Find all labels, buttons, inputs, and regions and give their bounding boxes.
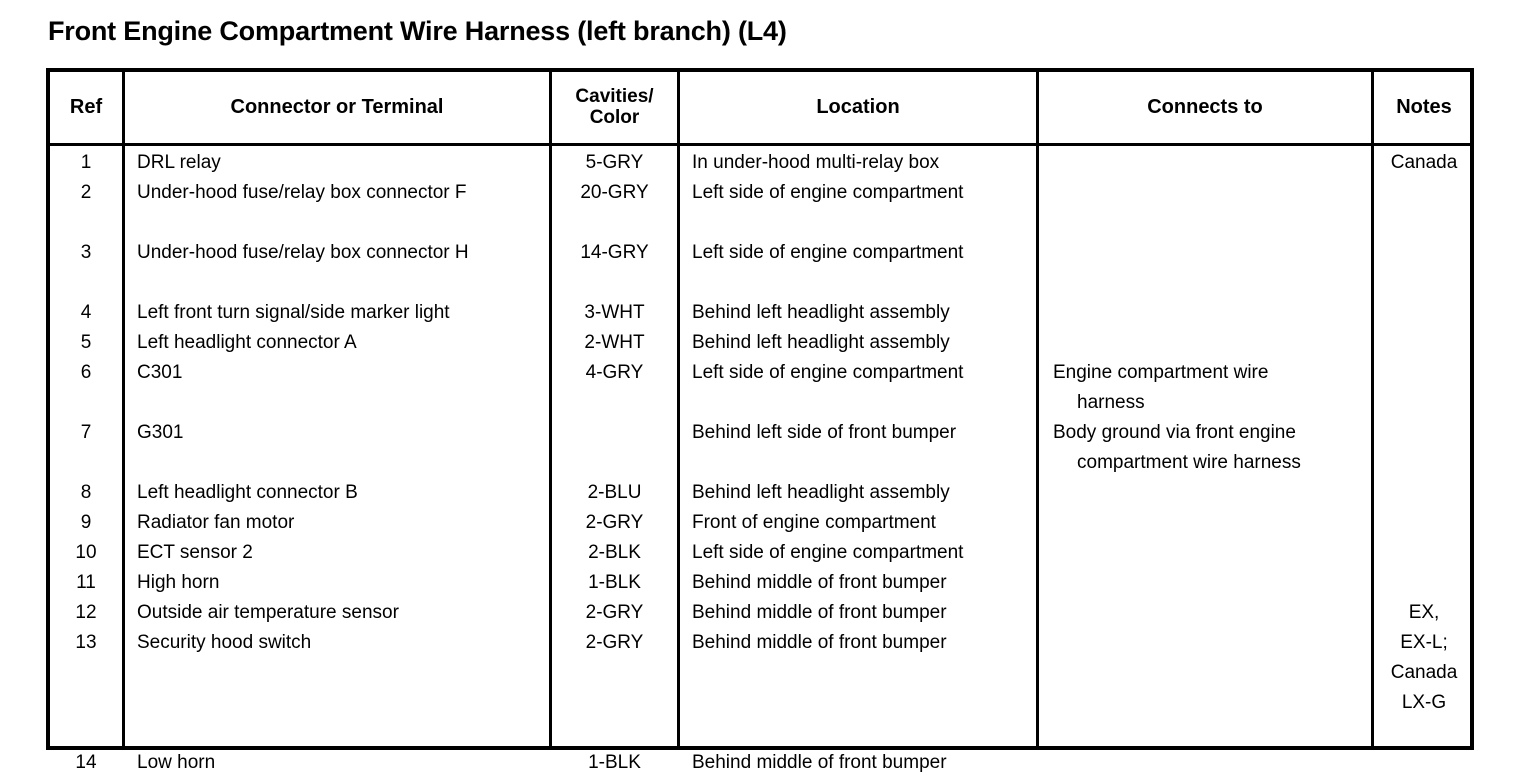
column-header-location: Location	[816, 95, 900, 118]
table-cell-line: Canada	[1390, 152, 1458, 173]
table-cell-line: Behind middle of front bumper	[692, 752, 947, 773]
table-cell-line: High horn	[137, 572, 220, 593]
page-title: Front Engine Compartment Wire Harness (l…	[48, 16, 787, 46]
table-cell-line: harness	[1077, 392, 1145, 413]
table-cell-line: 20-GRY	[580, 182, 649, 203]
table-cell-line: Left side of engine compartment	[692, 182, 964, 203]
table-cell-line: Security hood switch	[137, 632, 312, 653]
table-cell-line: Behind left headlight assembly	[692, 482, 950, 503]
column-divider-connects-to	[1371, 72, 1374, 746]
table-cell-line: EX,	[1408, 602, 1440, 623]
column-header-cavities-color: Cavities/ Color	[552, 72, 677, 143]
table-cell-line: Low horn	[137, 752, 216, 773]
table-cell-line: Body ground via front engine	[1053, 422, 1296, 443]
header-divider	[50, 143, 1470, 146]
table-cell-line: Under-hood fuse/relay box connector H	[137, 242, 469, 263]
table-cell-line: Behind middle of front bumper	[692, 632, 947, 653]
column-header-notes: Notes	[1396, 95, 1452, 118]
table-cell-line: 2	[80, 182, 92, 203]
table-cell-line: compartment wire harness	[1077, 452, 1301, 473]
table-cell-line: 2-GRY	[585, 512, 644, 533]
table-cell-line: Behind left headlight assembly	[692, 332, 950, 353]
column-divider-ref	[122, 72, 125, 746]
table-cell-line: EX-L;	[1400, 632, 1448, 653]
table-cell-line: Left side of engine compartment	[692, 362, 964, 383]
column-divider-location	[1036, 72, 1039, 746]
wire-harness-table: Ref Connector or Terminal Cavities/ Colo…	[46, 68, 1474, 773]
table-cell-line: Left side of engine compartment	[692, 242, 964, 263]
table-cell-line: Behind middle of front bumper	[692, 572, 947, 593]
table-cell-line: LX-G	[1401, 692, 1447, 713]
table-cell-line: Front of engine compartment	[692, 512, 936, 533]
table-cell-line: G301	[137, 422, 184, 443]
column-header-ref: Ref	[69, 95, 103, 118]
table-cell-line: Left front turn signal/side marker light	[137, 302, 450, 323]
table-cell-line: 1-BLK	[588, 572, 641, 593]
table-cell-line: 8	[80, 482, 92, 503]
table-cell-line: 5	[80, 332, 92, 353]
table-cell-line: Under-hood fuse/relay box connector F	[137, 182, 467, 203]
column-cavities: 5-GRY 20-GRY 14-GRY 3-WHT 2-WHT 4-GRY 2-BLU…	[552, 146, 677, 773]
table-cell-line: 5-GRY	[585, 152, 644, 173]
table-cell-line: 2-WHT	[584, 332, 645, 353]
column-divider-cavities	[677, 72, 680, 746]
table-cell-line: 3-WHT	[584, 302, 645, 323]
table-cell-line: 9	[80, 512, 92, 533]
table-cell-line: Engine compartment wire	[1053, 362, 1269, 383]
table-cell-line: 1	[80, 152, 92, 173]
table-cell-line: 2-BLK	[588, 542, 641, 563]
table-cell-line: Left headlight connector B	[137, 482, 358, 503]
table-cell-line: 12	[75, 602, 97, 623]
column-header-cavities-line1: Cavities/	[575, 86, 654, 108]
table-cell-line: Behind left side of front bumper	[692, 422, 957, 443]
column-header-cavities-line2: Color	[589, 106, 640, 128]
table-cell-line: 2-GRY	[585, 602, 644, 623]
table-cell-line: 14-GRY	[580, 242, 649, 263]
table-cell-line: Left headlight connector A	[137, 332, 357, 353]
table-cell-line: 7	[80, 422, 92, 443]
table-cell-line: 2-GRY	[585, 632, 644, 653]
table-cell-line: 4-GRY	[585, 362, 644, 383]
table-cell-line: DRL relay	[137, 152, 221, 173]
table-cell-line: 10	[75, 542, 97, 563]
table-cell-line: Behind left headlight assembly	[692, 302, 950, 323]
table-cell-line: Behind middle of front bumper	[692, 602, 947, 623]
table-cell-line: In under-hood multi-relay box	[692, 152, 940, 173]
table-cell-line: Radiator fan motor	[137, 512, 295, 533]
table-cell-line: 13	[75, 632, 97, 653]
table-cell-line: Left side of engine compartment	[692, 542, 964, 563]
table-cell-line: 4	[80, 302, 92, 323]
table-cell-line: Outside air temperature sensor	[137, 602, 399, 623]
table-cell-line: 1-BLK	[588, 752, 641, 773]
table-cell-line: Canada	[1390, 662, 1458, 683]
column-divider-connector	[549, 72, 552, 746]
table-cell-line: 14	[75, 752, 97, 773]
table-cell-line: 3	[80, 242, 92, 263]
table-cell-line: 2-BLU	[587, 482, 642, 503]
table-cell-line: C301	[137, 362, 183, 383]
column-header-connector: Connector or Terminal	[230, 95, 444, 118]
table-cell-line: 11	[76, 572, 96, 593]
column-header-connects-to: Connects to	[1147, 95, 1263, 118]
table-cell-line: ECT sensor 2	[137, 542, 253, 563]
table-cell-line: 6	[80, 362, 92, 383]
